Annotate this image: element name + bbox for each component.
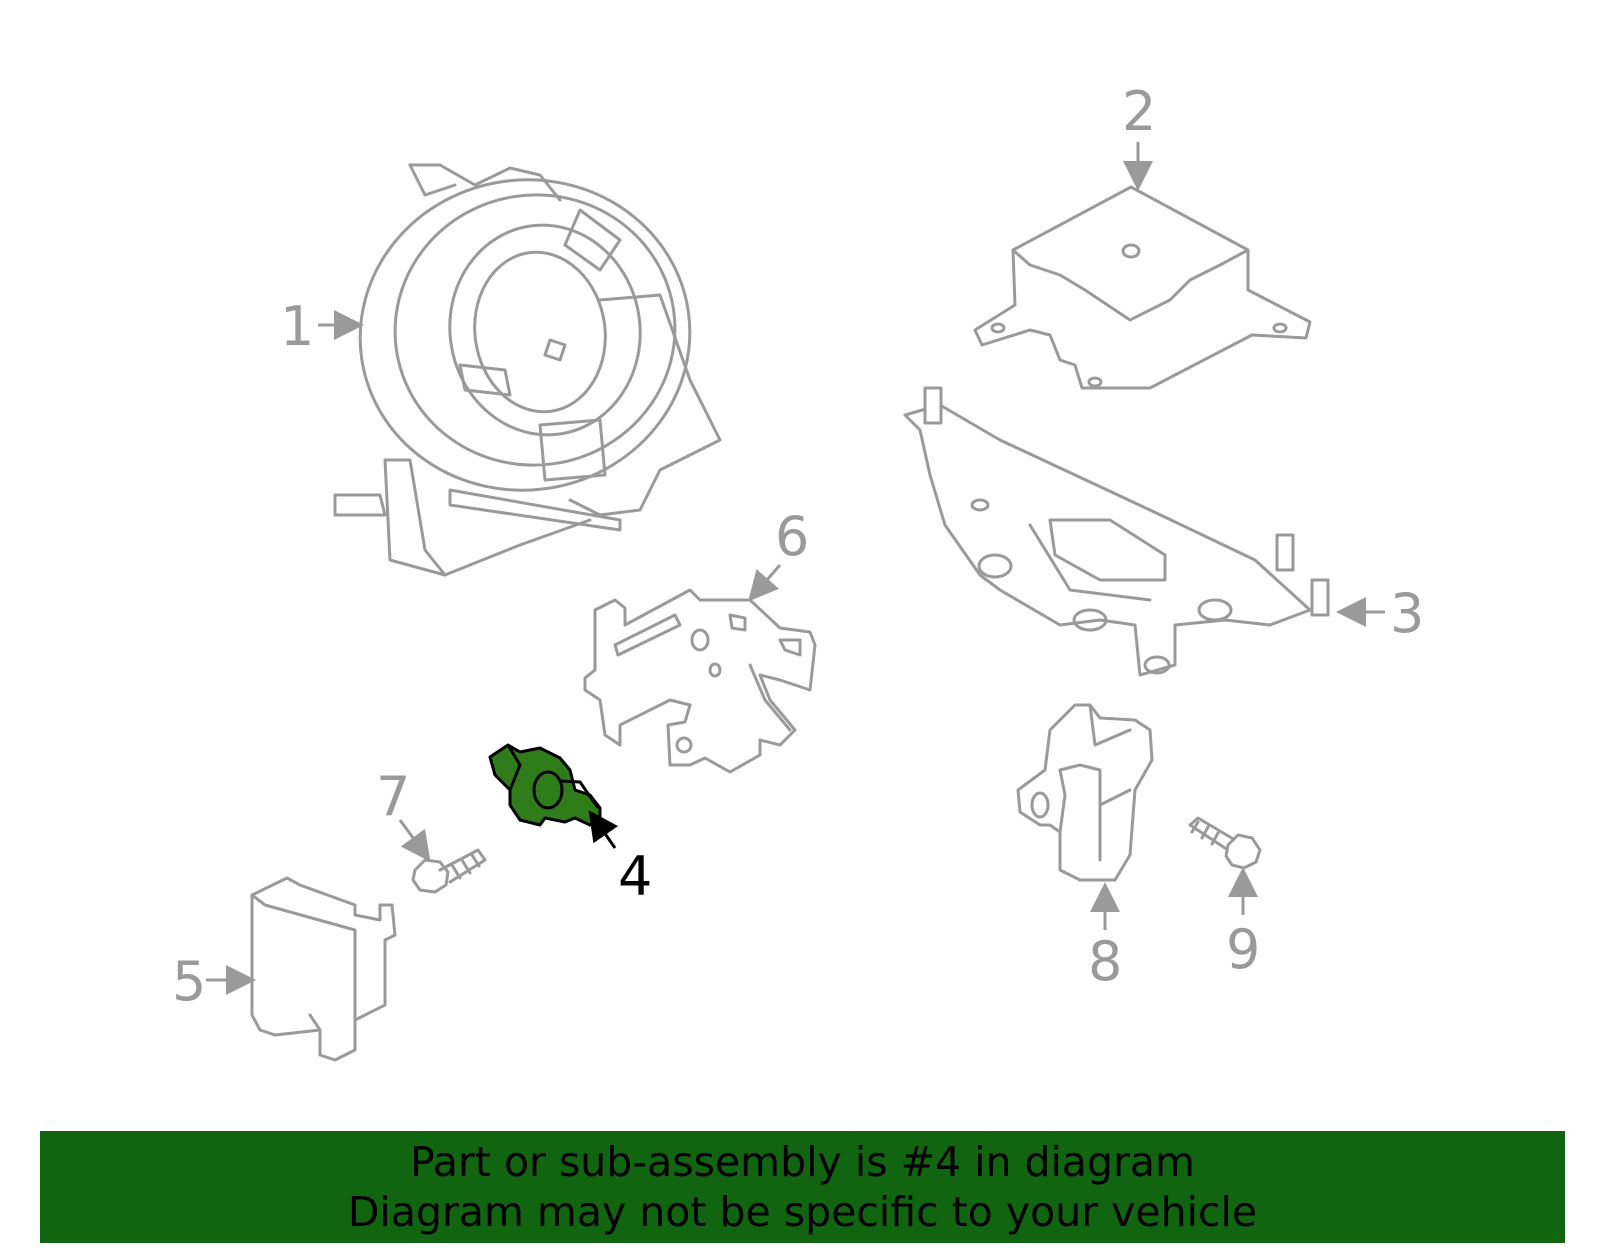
- callout-8: 8: [1088, 930, 1122, 993]
- part-8-sensor[interactable]: [1016, 703, 1154, 882]
- callout-9: 9: [1226, 918, 1260, 981]
- part-6-bracket[interactable]: [583, 588, 817, 774]
- leader-6: [748, 564, 782, 602]
- leader-7: [398, 819, 431, 862]
- part-7-bolt[interactable]: [411, 848, 487, 894]
- part-5-module[interactable]: [250, 876, 397, 1062]
- banner-line-2: Diagram may not be specific to your vehi…: [347, 1188, 1258, 1236]
- callout-4: 4: [618, 845, 652, 908]
- callout-3: 3: [1390, 582, 1424, 645]
- info-banner: Part or sub-assembly is #4 in diagram Di…: [40, 1131, 1565, 1243]
- callout-1: 1: [280, 295, 314, 358]
- part-2-control-module[interactable]: [973, 185, 1312, 390]
- callout-6: 6: [775, 505, 809, 568]
- part-1-clock-spring[interactable]: [333, 159, 722, 577]
- part-4-sensor-highlighted[interactable]: [488, 743, 602, 827]
- callout-7: 7: [376, 765, 410, 828]
- part-3-bracket[interactable]: [903, 386, 1330, 677]
- leader-4: [588, 810, 619, 849]
- callout-5: 5: [172, 950, 206, 1013]
- part-9-bolt[interactable]: [1188, 816, 1262, 870]
- callout-2: 2: [1122, 80, 1156, 143]
- banner-line-1: Part or sub-assembly is #4 in diagram: [410, 1138, 1195, 1186]
